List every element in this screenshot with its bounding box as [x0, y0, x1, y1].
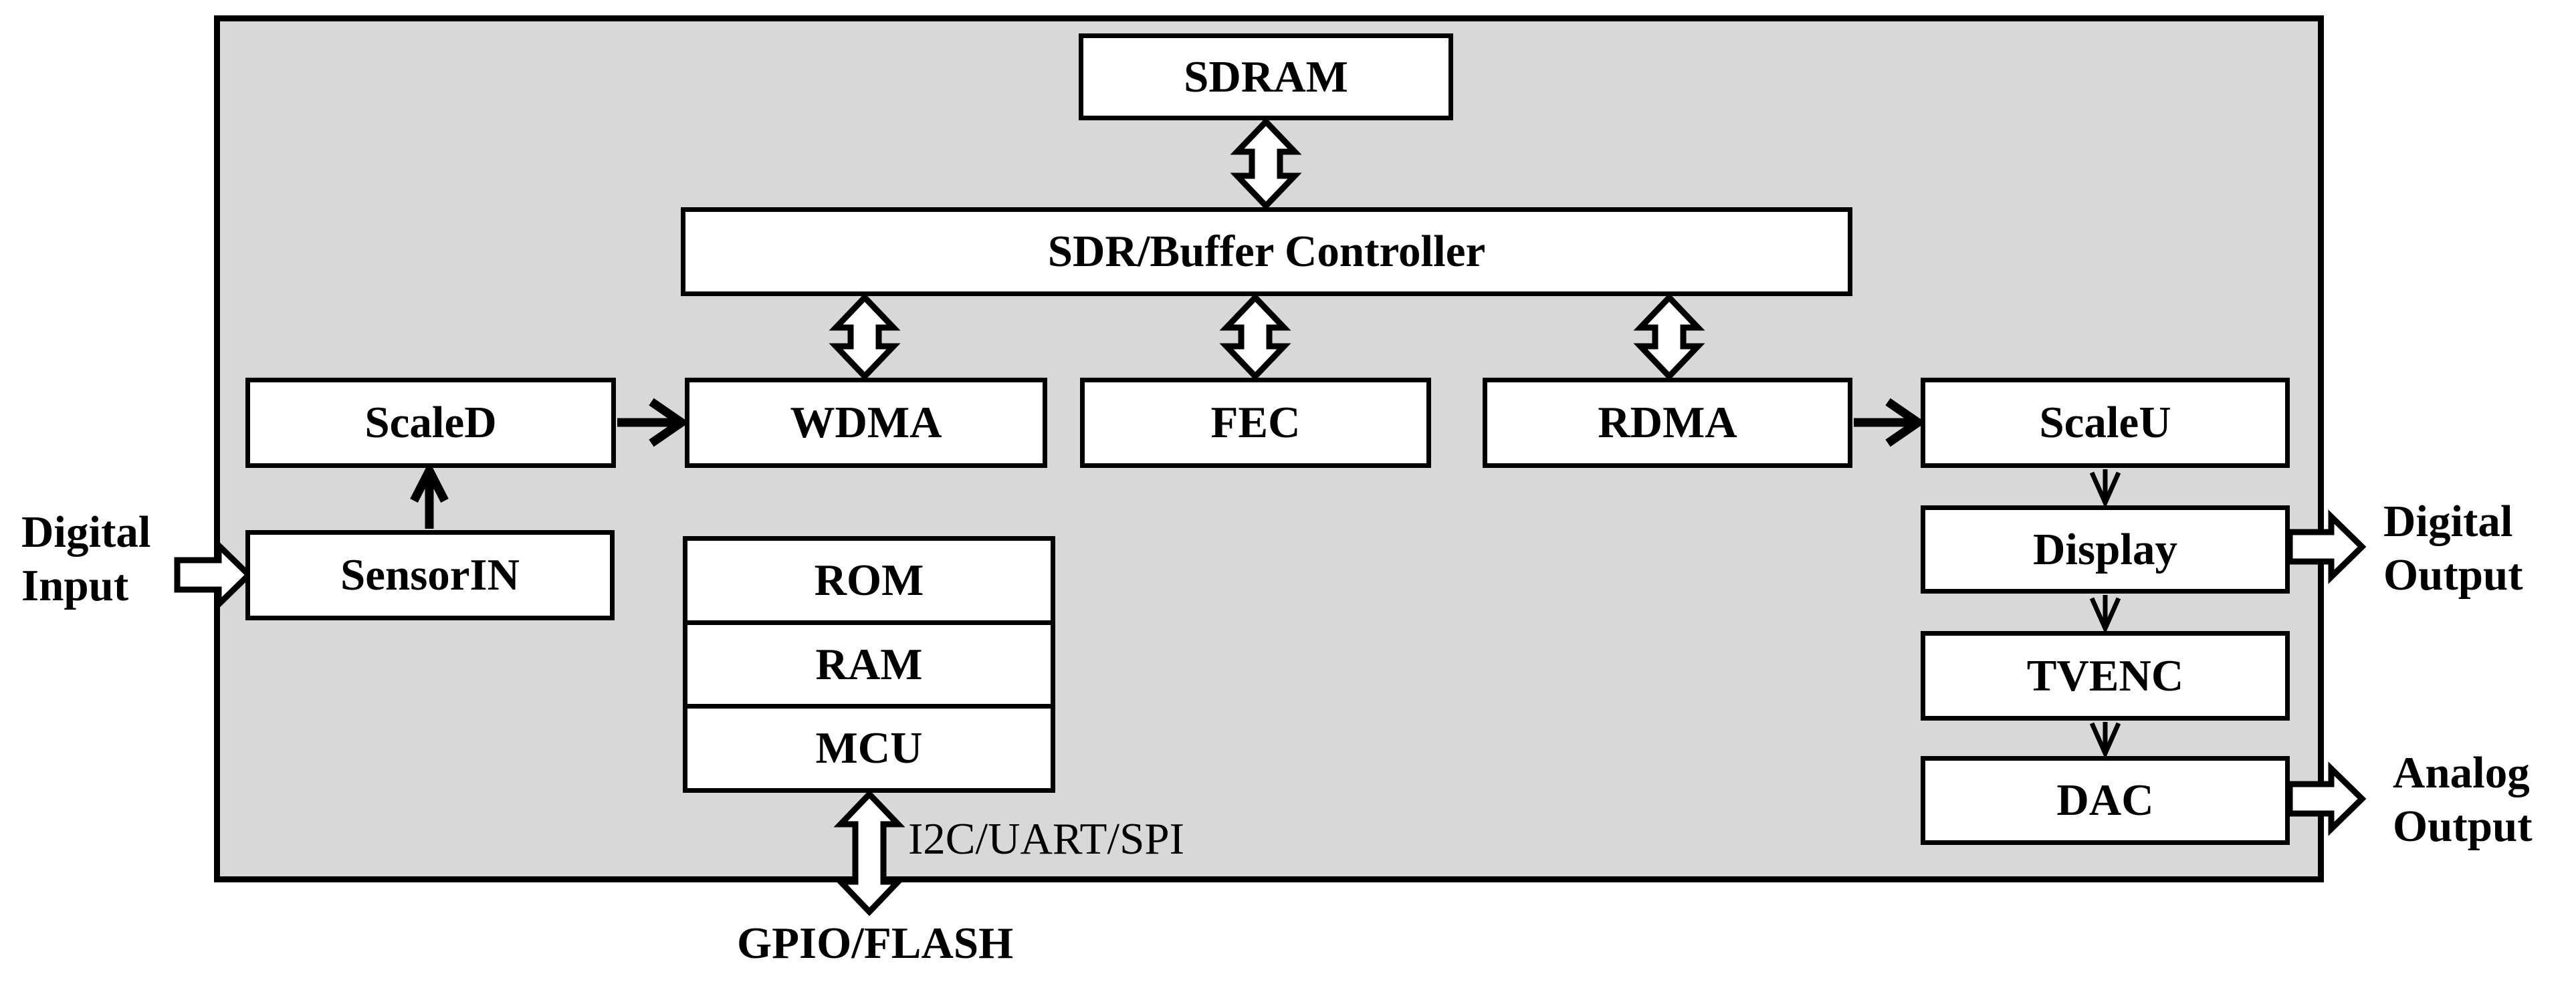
arrow-rdma-scaleu-icon: [1854, 398, 1926, 447]
block-scaleu: ScaleU: [1921, 378, 2290, 468]
arrow-sensorin-scaled-icon: [410, 461, 449, 529]
bus-arrow-mcu-gpio-icon: [833, 789, 905, 916]
label-analog-output: Analog Output: [2393, 746, 2533, 853]
label-digital-output-line1: Digital: [2383, 497, 2513, 546]
bus-arrow-controller-rdma-icon: [1633, 293, 1705, 381]
block-rdma-label: RDMA: [1598, 398, 1737, 447]
label-analog-output-line2: Output: [2393, 801, 2533, 851]
block-wdma-label: WDMA: [790, 398, 942, 447]
label-digital-input: Digital Input: [21, 505, 151, 612]
block-tvenc-label: TVENC: [2026, 650, 2184, 701]
block-dac-label: DAC: [2056, 775, 2154, 825]
block-scaled-label: ScaleD: [364, 398, 497, 447]
label-gpio-flash: GPIO/FLASH: [737, 918, 1014, 968]
bus-arrow-controller-wdma-icon: [829, 293, 901, 381]
block-sdram-label: SDRAM: [1184, 51, 1348, 102]
block-tvenc: TVENC: [1921, 631, 2290, 721]
block-fec-label: FEC: [1210, 398, 1301, 447]
bus-arrow-controller-fec-icon: [1219, 293, 1291, 381]
block-sdram: SDRAM: [1079, 33, 1453, 120]
block-sensorin-label: SensorIN: [340, 550, 520, 600]
block-scaleu-label: ScaleU: [2039, 398, 2171, 447]
output-arrow-analog-output-icon: [2286, 761, 2367, 836]
block-display-label: Display: [2033, 524, 2177, 574]
bus-arrow-sdram-controller-icon: [1230, 117, 1302, 211]
arrow-scaled-wdma-icon: [617, 398, 689, 447]
block-display: Display: [1921, 505, 2290, 594]
block-mcu: MCU: [687, 704, 1051, 788]
output-arrow-digital-output-icon: [2286, 509, 2367, 584]
block-mcu-stack: ROM RAM MCU: [683, 536, 1055, 793]
arrow-scaleu-display-icon: [2089, 469, 2121, 509]
label-i2c-uart-spi: I2C/UART/SPI: [908, 814, 1184, 864]
label-analog-output-line1: Analog: [2393, 748, 2530, 797]
label-digital-input-line1: Digital: [21, 507, 151, 557]
block-sdr-buffer-controller: SDR/Buffer Controller: [681, 207, 1852, 296]
block-wdma: WDMA: [685, 378, 1047, 468]
label-digital-output: Digital Output: [2383, 495, 2523, 602]
block-sdr-buffer-controller-label: SDR/Buffer Controller: [1047, 227, 1486, 276]
block-ram: RAM: [687, 620, 1051, 705]
label-digital-output-line2: Output: [2383, 550, 2523, 600]
block-mcu-label: MCU: [815, 723, 923, 773]
arrow-display-tvenc-icon: [2089, 595, 2121, 634]
block-rom: ROM: [687, 541, 1051, 620]
block-rdma: RDMA: [1483, 378, 1852, 468]
block-scaled: ScaleD: [245, 378, 616, 468]
label-digital-input-line2: Input: [21, 561, 129, 610]
block-dac: DAC: [1921, 756, 2290, 845]
block-rom-label: ROM: [814, 555, 924, 605]
block-fec: FEC: [1080, 378, 1431, 468]
input-arrow-digital-input-icon: [174, 538, 253, 612]
block-ram-label: RAM: [815, 639, 923, 689]
block-sensorin: SensorIN: [245, 530, 615, 620]
arrow-tvenc-dac-icon: [2089, 722, 2121, 759]
